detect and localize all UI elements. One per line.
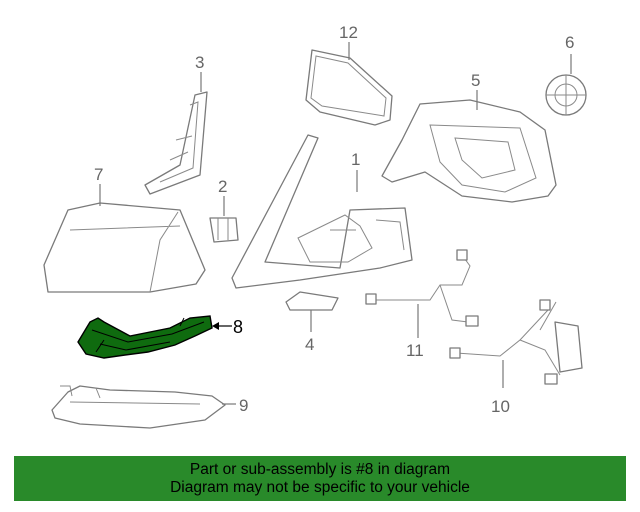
part-1-mirror-base	[231, 134, 413, 289]
callout-8: 8	[233, 317, 243, 337]
callout-12: 12	[339, 23, 358, 42]
part-12-mirror-glass	[305, 49, 393, 126]
callout-7: 7	[94, 165, 103, 184]
part-8-turn-signal-light-guide-highlighted	[77, 315, 213, 359]
callout-9: 9	[239, 396, 248, 415]
part-2-clip	[209, 217, 239, 243]
part-10-harness	[449, 299, 583, 385]
callout-1: 1	[351, 150, 360, 169]
part-4-cover	[285, 291, 339, 311]
part-6-motor	[545, 74, 587, 116]
part-3-bracket	[144, 91, 208, 195]
callout-4: 4	[305, 335, 314, 354]
part-5-housing-shell	[381, 99, 557, 203]
leader-8-arrowhead	[212, 322, 219, 330]
callout-6: 6	[565, 33, 574, 52]
part-9-trim-strip	[51, 385, 226, 429]
callout-11: 11	[406, 341, 424, 360]
notice-line-1: Part or sub-assembly is #8 in diagram	[189, 461, 451, 478]
part-11-harness	[365, 249, 479, 327]
notice-banner: Part or sub-assembly is #8 in diagram Di…	[14, 456, 626, 501]
callout-3: 3	[195, 53, 204, 72]
part-7-mirror-cap	[43, 202, 206, 293]
callout-2: 2	[218, 177, 227, 196]
callout-5: 5	[471, 71, 480, 90]
parts-diagram: 12 3 7 2 1 5 6 4	[43, 23, 587, 429]
notice-line-2: Diagram may not be specific to your vehi…	[170, 479, 470, 496]
callout-10: 10	[491, 397, 510, 416]
